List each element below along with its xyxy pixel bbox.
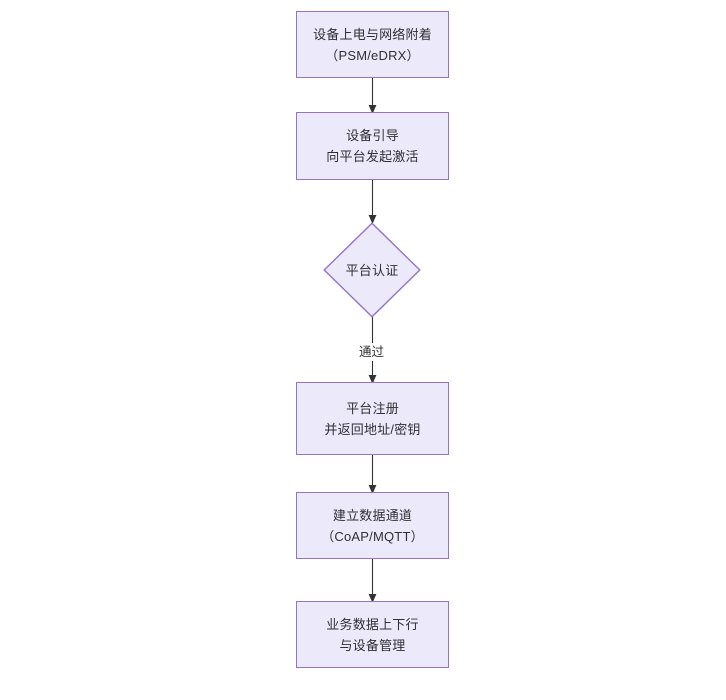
node-platform-register-label: 平台注册 并返回地址/密钥 (324, 400, 421, 437)
edge-n5-n6 (364, 558, 381, 605)
node-business-data-label: 业务数据上下行 与设备管理 (326, 616, 419, 653)
node-device-power-on-label: 设备上电与网络附着 （PSM/eDRX） (313, 26, 432, 63)
node-device-bootstrap-label: 设备引导 向平台发起激活 (326, 128, 419, 164)
edge-n1-n2 (364, 76, 381, 116)
node-platform-register[interactable]: 平台注册 并返回地址/密钥 (296, 382, 449, 455)
edge-n4-n5 (364, 454, 381, 496)
node-platform-auth-label: 平台认证 (345, 262, 399, 278)
node-data-channel[interactable]: 建立数据通道 （CoAP/MQTT） (296, 492, 449, 559)
node-device-bootstrap[interactable]: 设备引导 向平台发起激活 (296, 112, 449, 180)
node-data-channel-label: 建立数据通道 （CoAP/MQTT） (321, 507, 424, 544)
node-device-power-on[interactable]: 设备上电与网络附着 （PSM/eDRX） (296, 11, 449, 78)
node-platform-auth[interactable]: 平台认证 (323, 222, 421, 318)
edge-n2-n3 (364, 178, 381, 226)
node-business-data[interactable]: 业务数据上下行 与设备管理 (296, 601, 449, 668)
edge-label-pass: 通过 (356, 343, 388, 361)
